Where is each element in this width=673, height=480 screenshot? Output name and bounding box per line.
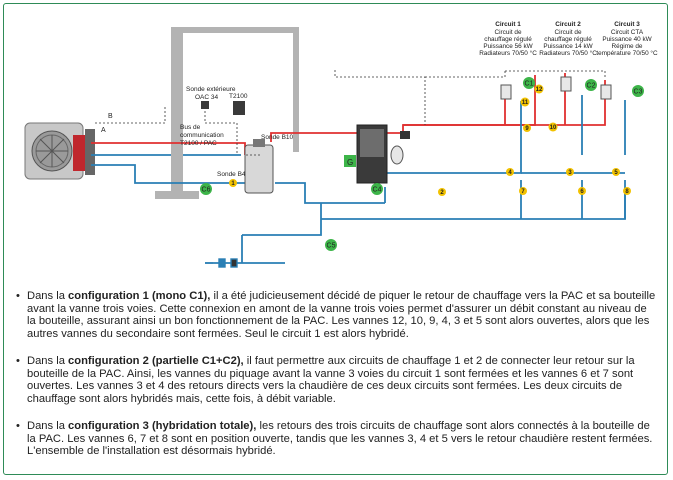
valve-5: 5 [612,168,620,176]
label-bus-2: communication [180,132,224,139]
circuit-1-title: Circuit 1 [495,21,521,28]
valve-5-text: 5 [614,170,618,176]
circuit-3-title: Circuit 3 [614,21,640,28]
control-wiring [95,70,606,156]
valve-6-text: 6 [580,189,584,195]
label-t2100: T2100 [229,93,248,100]
valve-11-text: 11 [522,100,529,106]
circuit-1-line-2: chauffage régulé [484,36,532,43]
badge-c2-text: C2 [587,83,596,90]
p1-pre: Dans la [27,290,69,302]
paragraph-config-3-text: Dans la configuration 3 (hybridation tot… [27,420,656,458]
valve-4: 4 [506,168,514,176]
valve-9-text: 9 [525,126,529,132]
circuit-3-line-3: Régime de [612,43,643,50]
badge-c5-text: C5 [327,243,336,250]
label-sonde-exterieure: Sonde extérieure [186,86,236,93]
label-sonde-b10: Sonde B10 [261,134,294,141]
valve-3-text: 3 [568,170,572,176]
p1-bold: configuration 1 (mono C1), [68,290,211,302]
circuit-3-line-4: température 70/50 °C [596,49,658,57]
circuit-2-line-2: chauffage régulé [544,36,592,43]
circuit-2-label: Circuit 2 Circuit de chauffage régulé Pu… [539,21,597,57]
circuit-1-line-1: Circuit de [495,29,522,36]
valve-12-text: 12 [536,87,543,93]
bullet-2: • [16,355,20,367]
badge-c3-text: C3 [634,89,643,96]
circuit-2-line-1: Circuit de [555,29,582,36]
bullet-1: • [16,290,20,302]
cold-pipes [91,95,626,264]
badge-c4: C4 [371,183,383,195]
valve-3: 3 [566,168,574,176]
badge-c4-text: C4 [373,187,382,194]
paragraph-config-2-text: Dans la configuration 2 (partielle C1+C2… [27,355,656,405]
boiler-g-label: G [347,158,353,167]
valve-8: 8 [623,187,631,195]
bullet-3: • [16,420,20,432]
valve-9: 9 [523,124,531,132]
badge-c6: C6 [200,183,212,195]
circuit-2-line-3: Puissance 14 kW [543,43,593,50]
valve-7: 7 [519,187,527,195]
outdoor-sensor [201,101,209,109]
boiler-sensor [400,131,410,139]
heat-pump-unit [24,122,95,180]
circuit-2-line-4: Radiateurs 70/50 °C [539,49,597,57]
valve-10: 10 [548,122,558,132]
valve-6: 6 [578,187,586,195]
p3-rest: les retours des trois circuits de chauff… [27,420,653,458]
circuit-3-line-1: Circuit CTA [611,29,644,36]
p2-rest: il faut permettre aux circuits de chauff… [27,355,635,405]
badge-c3: C3 [632,85,644,97]
paragraph-config-1-text: Dans la configuration 1 (mono C1), il a … [27,290,656,340]
paragraph-config-1: • Dans la configuration 1 (mono C1), il … [16,290,656,340]
valve-10-text: 10 [550,125,557,131]
valve-4-text: 4 [508,170,512,176]
circuit-3-label: Circuit 3 Circuit CTA Puissance 40 kW Ré… [596,21,658,57]
p3-bold: configuration 3 (hybridation totale), [68,420,257,432]
label-oac: OAC 34 [195,94,219,101]
badge-c6-text: C6 [202,187,211,194]
hydraulic-diagram: G Sonde extérieure OAC 34 T2100 Bus de c… [24,21,658,268]
badge-c5: C5 [325,239,337,251]
paragraph-config-2: • Dans la configuration 2 (partielle C1+… [16,355,656,405]
valve-11: 11 [520,97,530,107]
valve-1: 1 [229,179,237,187]
buffer-bottle [244,139,274,194]
circuit-2-title: Circuit 2 [555,21,581,28]
circuit-1-line-4: Radiateurs 70/50 °C [479,49,537,57]
p2-pre: Dans la [27,355,69,367]
label-b: B [108,113,113,120]
valve-1-text: 1 [231,181,235,187]
valve-2: 2 [438,188,446,196]
circuit-3-line-2: Puissance 40 kW [602,36,652,43]
outer-frame [3,3,668,475]
circuit-1-label: Circuit 1 Circuit de chauffage régulé Pu… [479,21,537,57]
water-inlet [205,258,238,268]
t2100-controller [233,101,245,115]
badge-c1-text: C1 [525,81,534,88]
label-bus-3: T2100 / PAC [180,140,217,147]
paragraph-config-3: • Dans la configuration 3 (hybridation t… [16,420,656,458]
label-a: A [101,127,106,134]
boiler: G [344,124,388,184]
circuit-1-line-3: Puissance 56 kW [483,43,533,50]
badge-c1: C1 [523,77,535,89]
valve-7-text: 7 [521,189,525,195]
circuit-pumps [500,76,612,100]
label-sonde-b4: Sonde B4 [217,171,246,178]
p1-rest: il a été judicieusement décidé de piquer… [27,290,656,340]
badge-c2: C2 [585,79,597,91]
valve-12: 12 [534,84,544,94]
expansion-vessel [390,145,404,165]
label-bus-1: Bus de [180,124,201,131]
valve-8-text: 8 [625,189,629,195]
p2-bold: configuration 2 (partielle C1+C2), [68,355,244,367]
valve-2-text: 2 [440,190,444,196]
chimney-structure [155,27,299,199]
p3-pre: Dans la [27,420,69,432]
